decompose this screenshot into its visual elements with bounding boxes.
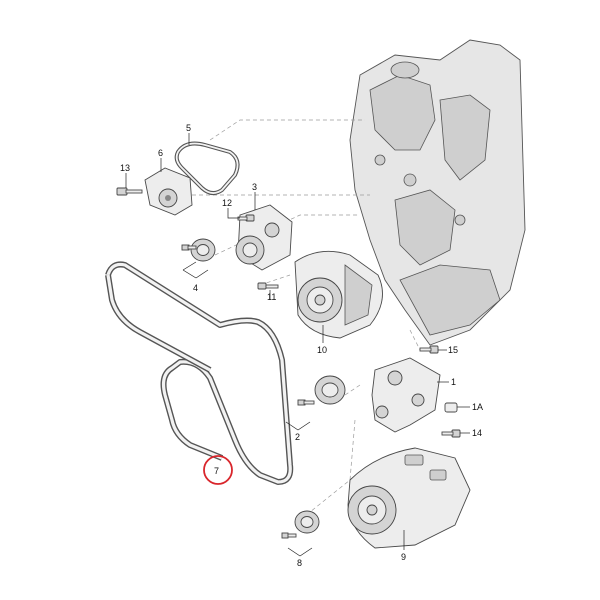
idler-pulley-4 [181, 238, 216, 262]
callout-3: 3 [252, 182, 257, 192]
bolt-11 [257, 282, 279, 290]
tensioner-pulley [235, 204, 293, 271]
callout-1a: 1A [472, 402, 483, 412]
callout-12: 12 [222, 198, 232, 208]
callout-14: 14 [472, 428, 482, 438]
idler-pulley-8 [281, 510, 320, 539]
callout-4: 4 [193, 283, 198, 293]
callout-13: 13 [120, 163, 130, 173]
callout-7: 7 [214, 466, 219, 476]
callout-6: 6 [158, 148, 163, 158]
bolt-15 [419, 345, 439, 354]
callout-1: 1 [451, 377, 456, 387]
bolt-13 [116, 187, 143, 196]
main-ribbed-belt [105, 261, 294, 485]
callout-5: 5 [186, 123, 191, 133]
callout-8: 8 [297, 558, 302, 568]
idler-pulley-2 [297, 375, 346, 406]
callout-10: 10 [317, 345, 327, 355]
callout-9: 9 [401, 552, 406, 562]
engine-block [349, 39, 526, 346]
alternator [294, 250, 383, 339]
sleeve-1a [444, 402, 458, 413]
leader-lines [125, 133, 470, 557]
bolt-12 [237, 214, 255, 222]
highlighted-callout-7[interactable]: 7 [203, 455, 233, 485]
ac-compressor [347, 447, 471, 549]
mounting-bracket [371, 357, 441, 433]
callout-15: 15 [448, 345, 458, 355]
tensioner-bracket [144, 167, 193, 216]
bolt-14 [441, 429, 461, 438]
highlight-circle [203, 455, 233, 485]
callout-labels: 5 6 13 3 12 4 11 10 15 1 1A 14 2 9 8 [120, 123, 483, 568]
small-ribbed-belt [174, 141, 240, 195]
callout-2: 2 [295, 432, 300, 442]
callout-11: 11 [267, 292, 276, 302]
